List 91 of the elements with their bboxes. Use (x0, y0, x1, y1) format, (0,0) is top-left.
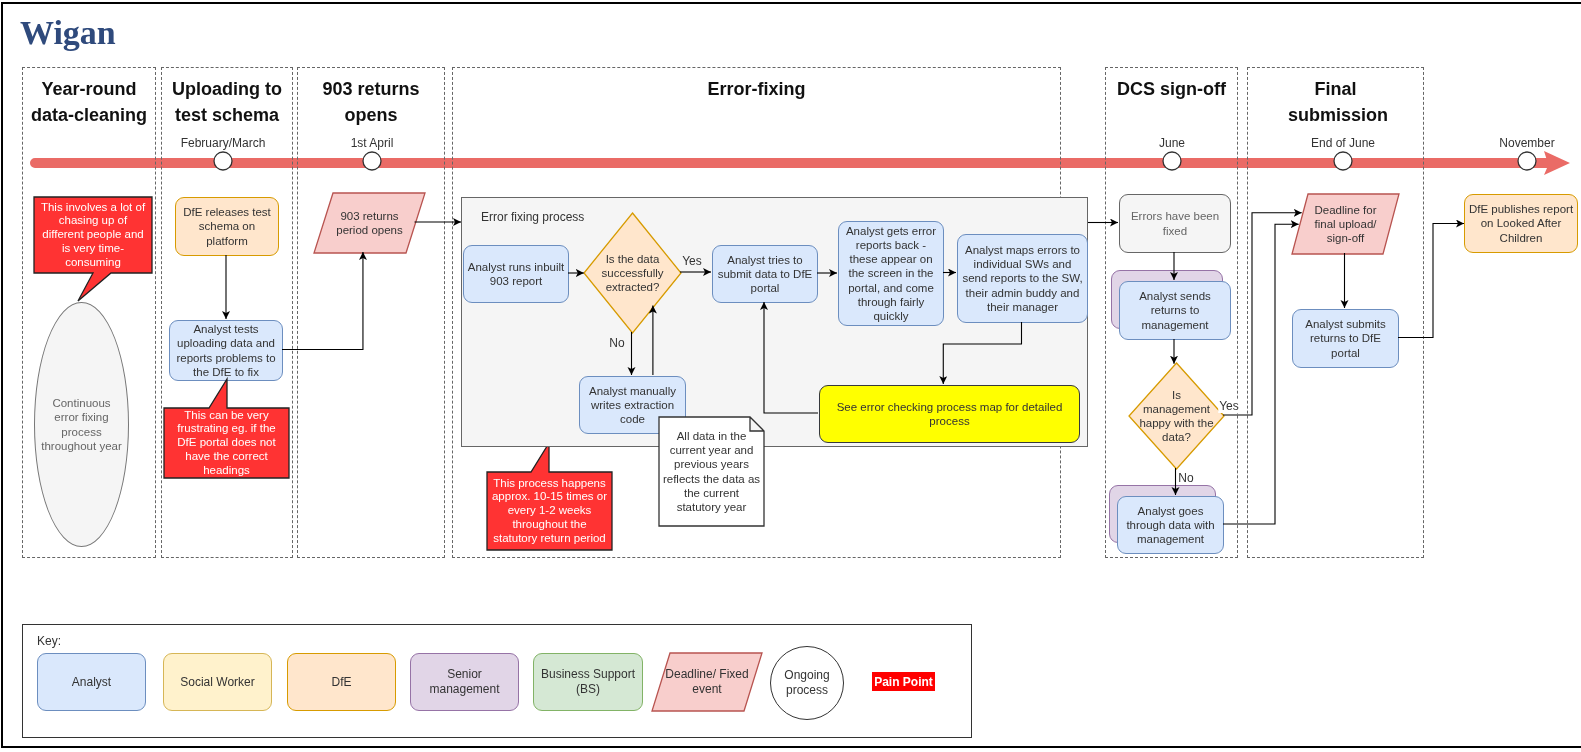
edge-label: Yes (1218, 399, 1240, 413)
process-box (712, 245, 818, 303)
process-box (463, 245, 569, 303)
process-box (1119, 194, 1231, 253)
phase-title: DCS sign-off (1116, 78, 1227, 101)
node-label: Analyst submits returns to DfE portal (1304, 317, 1387, 360)
arrow (1222, 208, 1303, 416)
edge-label: No (608, 336, 626, 350)
process-box (1117, 496, 1224, 554)
arrow (1171, 467, 1180, 496)
note-card (659, 417, 764, 526)
node-label: Deadline for final upload/ sign-off (1313, 202, 1378, 245)
edge-label: No (1177, 471, 1195, 485)
node-label: Is management happy with the data? (1138, 387, 1215, 445)
phase-title: Error-fixing (706, 78, 807, 101)
callout-text: This involves a lot of chasing up of different people and is very time-consuming (39, 200, 147, 270)
arrow (1222, 220, 1300, 525)
process-box (838, 221, 944, 326)
phase-column (1105, 67, 1238, 558)
legend-text: Social Worker (179, 674, 256, 690)
pain-point-callout (34, 197, 152, 301)
node-label: Analyst tries to submit data to DfE portal (716, 252, 814, 295)
process-box (579, 376, 686, 434)
diagram-title: Wigan (20, 14, 116, 52)
legend-text: Deadline/ Fixed event (664, 667, 750, 697)
phase-column (161, 67, 293, 558)
arrow (413, 218, 462, 226)
node-label: Analyst maps errors to individual SWs and send reports to the SW, their admin buddy and their manager (961, 243, 1084, 314)
arrow (760, 301, 819, 414)
arrow (648, 304, 657, 376)
phase-title: Final submission (1287, 78, 1390, 128)
arrow (281, 251, 367, 351)
legend-text: Senior management (428, 667, 501, 697)
legend-title: Key: (37, 634, 61, 648)
arrow (942, 268, 957, 277)
decision-diamond (584, 213, 681, 333)
node-label: Analyst manually writes extraction code (588, 383, 677, 426)
node-label: 903 returns period opens (335, 209, 404, 237)
process-box (1119, 281, 1231, 340)
phase-title: 903 returns opens (321, 78, 421, 128)
node-label: DfE releases test schema on platform (182, 205, 272, 248)
arrow (1087, 218, 1119, 227)
node-label: See error checking process map for detailed process (835, 400, 1064, 428)
node-label: Is the data successfully extracted? (600, 251, 665, 294)
date-label: End of June (1310, 136, 1376, 150)
phase-title: Year-round data-cleaning (30, 78, 148, 128)
callout-text: This process happens approx. 10-15 times or every 1-2 weeks throughout the statutory return period (490, 476, 609, 546)
event-parallelogram (314, 193, 425, 253)
arrow (567, 269, 585, 277)
date-label: November (1499, 136, 1555, 150)
legend-text: Ongoing process (783, 668, 831, 698)
phase-column (22, 67, 156, 558)
process-box (1292, 309, 1399, 368)
node-label: Continuous error fixing process throughout year (40, 396, 123, 453)
phase-column (297, 67, 445, 558)
arrow (679, 268, 712, 276)
edge-label: Yes (681, 254, 703, 268)
process-box (169, 320, 283, 381)
arrow (1397, 219, 1465, 339)
node-label: Analyst runs inbuilt 903 report (467, 260, 565, 288)
process-box (175, 197, 279, 256)
date-label: February/March (180, 136, 266, 150)
process-box (1464, 194, 1578, 253)
arrow (222, 254, 230, 320)
node-label: Errors have been fixed (1129, 209, 1221, 238)
arrow (1170, 251, 1178, 281)
legend-text: Analyst (70, 674, 113, 690)
group-title: Error fixing process (481, 210, 585, 224)
event-parallelogram (1292, 194, 1399, 254)
arrow (939, 321, 1023, 385)
process-box (957, 234, 1088, 323)
arrow (816, 269, 838, 277)
node-label: Analyst tests uploading data and reports problems to the DfE to fix (175, 322, 277, 379)
arrow (627, 331, 636, 376)
arrow (1340, 252, 1349, 309)
arrow (1170, 338, 1178, 365)
phase-title: Uploading to test schema (171, 78, 283, 128)
callout-text: This can be very frustrating eg. if the DfE portal does not have the correct headings (176, 408, 277, 478)
node-label: DfE publishes report on Looked After Children (1468, 202, 1574, 245)
pain-point-callout (164, 379, 289, 478)
node-label: Analyst goes through data with management (1125, 503, 1216, 546)
node-label: Analyst gets error reports back - these appear on the screen in the portal, and come through fairly quickly (844, 224, 938, 323)
legend-text: Pain Point (874, 674, 933, 689)
legend-text: DfE (330, 674, 353, 690)
reference-box (819, 385, 1080, 443)
date-label: 1st April (350, 136, 394, 150)
phase-column (1247, 67, 1424, 558)
node-label: All data in the current year and previous years reflects the data as the current statutory year (662, 429, 761, 514)
legend-text: Business Support (BS) (539, 667, 637, 697)
date-label: June (1159, 136, 1185, 150)
node-label: Analyst sends returns to management (1138, 289, 1212, 332)
